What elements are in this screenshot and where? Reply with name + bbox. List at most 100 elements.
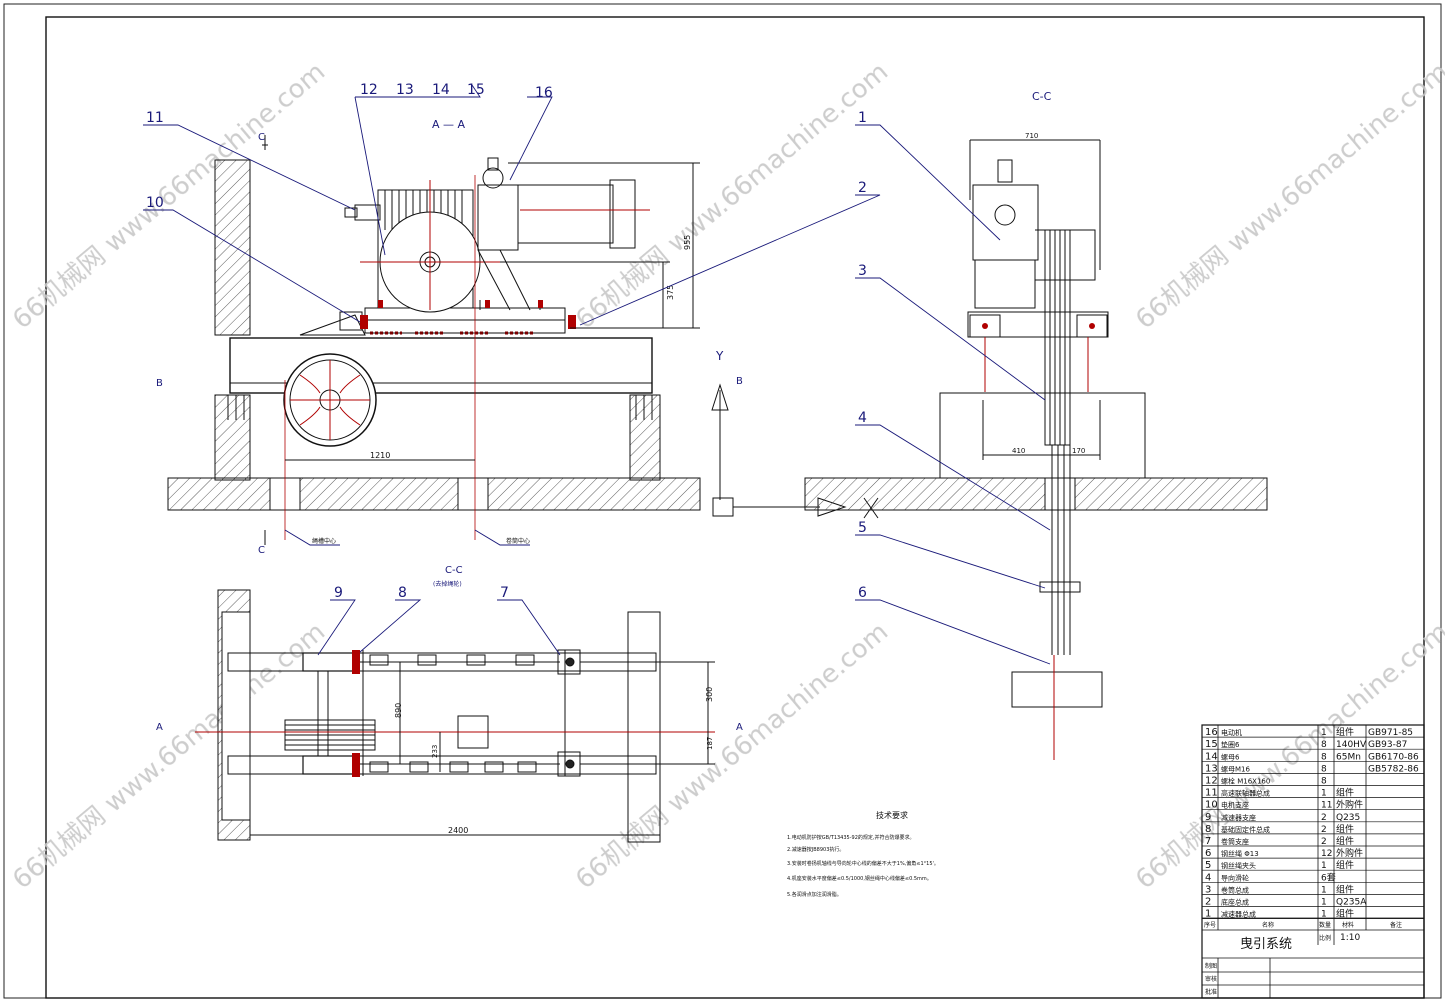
dim-955: 955 [683, 235, 692, 250]
dim-375: 375 [666, 285, 675, 300]
balloon-6: 6 [858, 585, 867, 601]
bom-cell-name: 螺母M16 [1221, 764, 1250, 773]
bom-cell-name: 减速器支座 [1221, 813, 1256, 822]
drawing-title: 曳引系统 [1240, 937, 1292, 952]
bom-cell-qty: 1 [1321, 728, 1327, 738]
dim-890: 890 [394, 703, 403, 718]
bom-cell-mat: 外购件 [1336, 847, 1363, 859]
note-drum-center: 卷筒中心 [506, 537, 530, 545]
bom-cell-name: 钢丝绳 Φ13 [1221, 849, 1259, 858]
b-marker-right: B [736, 376, 743, 387]
bom-cell-name: 卷筒支座 [1221, 837, 1249, 846]
bom-cell-name: 电机支座 [1221, 801, 1249, 810]
bom-header-qty: 数量 [1319, 921, 1331, 929]
bom-cell-std: GB93-87 [1368, 740, 1407, 750]
balloon-13: 13 [396, 82, 414, 98]
bom-cell-name: 高速联轴器总成 [1221, 789, 1270, 798]
balloon-1: 1 [858, 110, 867, 126]
bom-header-name: 名称 [1262, 921, 1274, 929]
axis-y-label: Y [715, 349, 724, 363]
scale-label: 比例 [1319, 934, 1331, 942]
bom-cell-std: GB971-85 [1368, 728, 1413, 738]
balloon-2: 2 [858, 180, 867, 196]
bom-cell-no: 11 [1205, 788, 1218, 799]
note-rope-center: 绳槽中心 [312, 537, 336, 545]
c-marker-bottom: C [258, 545, 265, 556]
scale-value: 1:10 [1340, 933, 1360, 943]
rope-drum [283, 353, 377, 447]
pit-right-wall [629, 394, 661, 481]
balloon-3: 3 [858, 263, 867, 279]
bom-cell-no: 3 [1205, 884, 1211, 895]
bom-cell-no: 8 [1205, 824, 1211, 835]
balloon-4: 4 [858, 410, 867, 426]
bom-cell-qty: 8 [1321, 740, 1327, 750]
bom-cell-no: 2 [1205, 897, 1211, 908]
bom-cell-no: 6 [1205, 848, 1211, 859]
bom-cell-mat: 组件 [1336, 726, 1354, 738]
tech-requirements: 技术要求 1.电动机防护按GB/T13435-92的规定,并符合防爆要求。 2.… [787, 810, 939, 898]
bom-cell-qty: 2 [1321, 825, 1327, 835]
b-marker-left: B [156, 378, 163, 389]
watermark: 66机械网 www.66machine.com [570, 57, 894, 336]
bom-cell-name: 减速器总成 [1221, 910, 1256, 919]
bom-cell-no: 9 [1205, 812, 1211, 823]
bom-cell-name: 螺母6 [1221, 752, 1240, 761]
balloon-11: 11 [146, 110, 164, 126]
bom-cell-name: 电动机 [1221, 728, 1242, 737]
sign-row-approve: 批准 [1205, 988, 1217, 996]
bom-cell-qty: 1 [1321, 885, 1327, 895]
dim-170: 170 [1072, 447, 1085, 455]
bom-cell-name: 钢丝绳夹头 [1221, 861, 1256, 870]
bom-cell-no: 7 [1205, 836, 1211, 847]
bom-cell-no: 5 [1205, 860, 1211, 871]
tech-title: 技术要求 [876, 810, 908, 820]
bom-cell-no: 10 [1205, 800, 1218, 811]
a-marker-right: A [736, 722, 743, 733]
bom-cell-mat: 组件 [1336, 787, 1354, 799]
balloon-16: 16 [535, 85, 553, 101]
balloon-7: 7 [500, 585, 509, 601]
bom-header-mat: 材料 [1342, 921, 1354, 929]
bom-cell-qty: 2 [1321, 813, 1327, 823]
view-label-cc-bottom-note: (去掉绳轮) [433, 580, 462, 588]
sign-row-draw: 制图 [1205, 962, 1217, 970]
bom-cell-mat: 140HV [1336, 740, 1367, 750]
bom-cell-mat: Q235 [1336, 813, 1360, 823]
bom-cell-mat: 外购件 [1336, 799, 1363, 811]
balloon-14: 14 [432, 82, 450, 98]
bom-cell-no: 14 [1205, 751, 1218, 762]
bom-cell-name: 螺栓 M16X160 [1221, 777, 1270, 786]
balloon-numbers: 1 2 3 4 5 6 7 8 9 10 11 12 13 14 15 16 [146, 82, 867, 601]
bom-cell-name: 底座总成 [1221, 898, 1249, 907]
bom-cell-mat: 组件 [1336, 859, 1354, 871]
watermark: 66机械网 www.66machine.com [1130, 57, 1445, 336]
bom-cell-no: 12 [1205, 776, 1218, 787]
bom-cell-qty: 1 [1321, 898, 1327, 908]
tech-item: 3.安装时卷扬机轴线与导向轮中心线的偏差不大于1%,偏角≤1°15'。 [787, 860, 939, 867]
inner-border [45, 16, 1425, 999]
side-view-cc [804, 139, 1268, 760]
balloon-9: 9 [334, 585, 343, 601]
foundation-block [939, 392, 1146, 479]
bom-cell-no: 15 [1205, 739, 1218, 750]
dim-710: 710 [1025, 132, 1038, 140]
bom-cell-name: 卷筒总成 [1221, 885, 1249, 894]
view-label-cc-right: C-C [1032, 90, 1052, 103]
tech-item: 1.电动机防护按GB/T13435-92的规定,并符合防爆要求。 [787, 834, 914, 841]
watermark: 66机械网 www.66machine.com [7, 57, 331, 336]
tech-item: 5.各润滑点加注润滑脂。 [787, 891, 842, 898]
bom-cell-no: 13 [1205, 763, 1218, 774]
sign-row-check: 审核 [1205, 975, 1217, 983]
balloon-8: 8 [398, 585, 407, 601]
bom-cell-qty: 8 [1321, 777, 1327, 787]
bom-cell-name: 基础固定件总成 [1221, 825, 1270, 834]
bom-cell-mat: 组件 [1336, 835, 1354, 847]
dim-233: 233 [431, 745, 439, 758]
bom-cell-name: 垫圈6 [1221, 740, 1240, 749]
bom-cell-mat: 组件 [1336, 883, 1354, 895]
view-label-cc-bottom: C-C [445, 565, 463, 576]
balloon-15: 15 [467, 82, 485, 98]
